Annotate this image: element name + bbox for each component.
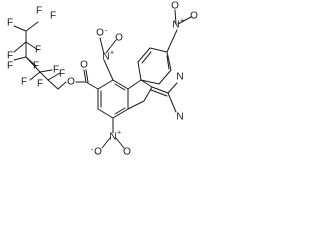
atom-label-o: O xyxy=(67,77,75,88)
atom-label-f: F xyxy=(50,11,56,22)
atom-label-n-plus: N xyxy=(172,20,179,31)
atom-label-f: F xyxy=(7,61,13,72)
atom-label-f: F xyxy=(7,18,13,29)
perfluoro-chain xyxy=(13,21,61,90)
atom-label-f: F xyxy=(35,45,41,56)
atom-labels: F F F F F F F F F F F O O O - N + O N + … xyxy=(7,1,198,158)
atom-label-f: F xyxy=(37,79,43,90)
atom-label-o: O xyxy=(171,1,179,12)
atom-label-n: N xyxy=(176,112,183,123)
atom-label-n-plus: N xyxy=(102,52,109,63)
atom-label-o: O xyxy=(123,147,131,158)
atom-label-f: F xyxy=(59,69,65,80)
atom-label-o-minus: O xyxy=(96,28,104,39)
atom-label-o-minus: O xyxy=(190,11,198,22)
atom-label-f: F xyxy=(36,6,42,17)
atom-label-o: O xyxy=(80,60,88,71)
charge-plus: + xyxy=(180,18,184,25)
atom-label-o-minus: O xyxy=(94,147,102,158)
atom-label-f: F xyxy=(21,77,27,88)
atom-label-f: F xyxy=(53,65,59,76)
atom-label-f: F xyxy=(7,51,13,62)
chemical-structure: F F F F F F F F F F F O O O - N + O N + … xyxy=(0,0,199,170)
fluorene-core xyxy=(97,47,178,119)
nitro-bonds xyxy=(99,9,192,149)
charge-minus: - xyxy=(105,28,108,35)
charge-minus: - xyxy=(91,147,94,154)
ester-group xyxy=(57,69,99,90)
atom-label-f: F xyxy=(33,61,39,72)
atom-label-n-plus: N xyxy=(109,132,116,143)
molecule-diagram: F F F F F F F F F F F O O O - N + O N + … xyxy=(7,1,198,158)
atom-label-n: N xyxy=(176,72,183,83)
atom-label-o: O xyxy=(115,33,123,44)
charge-plus: + xyxy=(110,50,114,57)
charge-plus: + xyxy=(117,130,121,137)
